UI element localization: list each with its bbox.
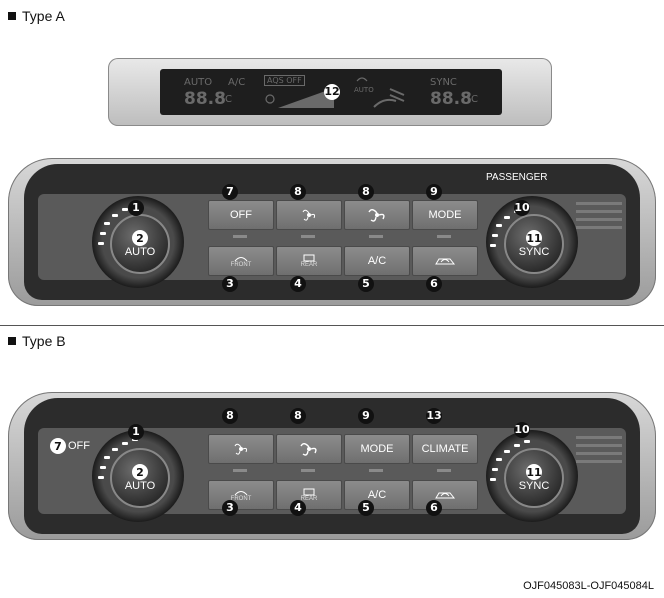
type-b-heading: Type B <box>8 333 66 349</box>
callout-5: 5 <box>358 274 374 292</box>
fan-speed-up-button[interactable] <box>276 434 342 464</box>
recirculation-icon <box>435 258 456 265</box>
recirculation-button[interactable] <box>412 480 478 510</box>
callout-3: 3 <box>222 274 238 292</box>
callout-12: 12 <box>324 83 340 100</box>
display-screen: AUTO A/C 88.8 °C AQS OFF 12 AUTO SYNC 88… <box>160 69 502 115</box>
figure-caption: OJF045083L-OJF045084L <box>523 580 654 592</box>
rear-defrost-button[interactable]: REAR <box>276 246 342 276</box>
callout-11: 11 <box>526 464 542 480</box>
mode-button[interactable]: MODE <box>412 200 478 230</box>
vent-direction-icon <box>373 88 405 108</box>
ac-button[interactable]: A/C <box>344 246 410 276</box>
fan-high-icon <box>368 209 385 222</box>
passenger-label: PASSENGER <box>486 172 548 183</box>
rear-defrost-icon <box>303 254 315 262</box>
control-panel-type-a: PASSENGER OFF MODE FRONT REAR A/C 2 <box>8 158 656 308</box>
auto-button[interactable]: 2 AUTO <box>110 448 170 508</box>
front-defrost-button[interactable]: FRONT <box>208 246 274 276</box>
callout-4: 4 <box>290 274 306 292</box>
fan-speed-down-button[interactable] <box>276 200 342 230</box>
display-recirculation-icon <box>356 77 368 82</box>
callout-9: 9 <box>358 406 374 424</box>
fan-speed-up-button[interactable] <box>344 200 410 230</box>
callout-10: 10 <box>514 199 530 216</box>
callout-7: 7 <box>222 182 238 200</box>
front-defrost-icon <box>234 491 248 496</box>
callout-1: 1 <box>128 198 144 216</box>
callout-8a: 8 <box>222 406 238 424</box>
bullet-square-icon <box>8 337 16 345</box>
display-ac-indicator: A/C <box>228 77 246 88</box>
display-sync-indicator: SYNC <box>430 77 457 88</box>
fan-low-icon <box>302 209 316 221</box>
display-temp-left: 88.8 <box>184 89 226 109</box>
display-temp-right: 88.8 <box>430 89 472 109</box>
section-divider <box>0 325 664 326</box>
callout-6: 6 <box>426 274 442 292</box>
callout-1: 1 <box>128 422 144 440</box>
callout-8b: 8 <box>358 182 374 200</box>
callout-2: 2 <box>132 230 148 246</box>
passenger-temp-knob[interactable]: 11 SYNC <box>486 430 578 522</box>
type-b-label: Type B <box>22 333 66 349</box>
callout-6: 6 <box>426 498 442 516</box>
off-button[interactable]: OFF <box>208 200 274 230</box>
mode-button[interactable]: MODE <box>344 434 410 464</box>
sync-button[interactable]: 11 SYNC <box>504 448 564 508</box>
display-temp-unit-right: °C <box>466 94 478 105</box>
callout-8a: 8 <box>290 182 306 200</box>
fan-speed-down-button[interactable] <box>208 434 274 464</box>
climate-button[interactable]: CLIMATE <box>412 434 478 464</box>
fan-speed-bar-icon <box>278 88 334 108</box>
display-auto-small: AUTO <box>354 86 374 94</box>
auto-button[interactable]: 2 AUTO <box>110 214 170 274</box>
recirculation-button[interactable] <box>412 246 478 276</box>
callout-9: 9 <box>426 182 442 200</box>
recirculation-icon <box>435 492 456 499</box>
ac-button[interactable]: A/C <box>344 480 410 510</box>
rear-defrost-icon <box>303 488 315 496</box>
callout-11: 11 <box>526 230 542 246</box>
callout-7: 7 <box>50 438 66 454</box>
panel-face: PASSENGER OFF MODE FRONT REAR A/C 2 <box>24 164 640 300</box>
climate-display-unit: AUTO A/C 88.8 °C AQS OFF 12 AUTO SYNC 88… <box>108 58 552 126</box>
callout-3: 3 <box>222 498 238 516</box>
callout-10: 10 <box>514 421 530 438</box>
fan-low-icon <box>234 443 248 455</box>
callout-5: 5 <box>358 498 374 516</box>
front-defrost-button[interactable]: FRONT <box>208 480 274 510</box>
front-defrost-icon <box>234 257 248 262</box>
bullet-square-icon <box>8 12 16 20</box>
callout-2: 2 <box>132 464 148 480</box>
driver-temp-knob[interactable]: 2 AUTO <box>92 430 184 522</box>
rear-defrost-button[interactable]: REAR <box>276 480 342 510</box>
display-aqs-off: AQS OFF <box>264 75 305 86</box>
display-temp-unit-left: °C <box>220 94 232 105</box>
callout-8b: 8 <box>290 406 306 424</box>
fan-high-icon <box>300 443 317 456</box>
display-fan-icon <box>265 94 275 104</box>
callout-13: 13 <box>426 407 442 424</box>
callout-4: 4 <box>290 498 306 516</box>
passenger-temp-knob[interactable]: 11 SYNC <box>486 196 578 288</box>
type-a-label: Type A <box>22 8 65 24</box>
type-a-heading: Type A <box>8 8 65 24</box>
display-auto-indicator: AUTO <box>184 77 213 88</box>
sync-button[interactable]: 11 SYNC <box>504 214 564 274</box>
